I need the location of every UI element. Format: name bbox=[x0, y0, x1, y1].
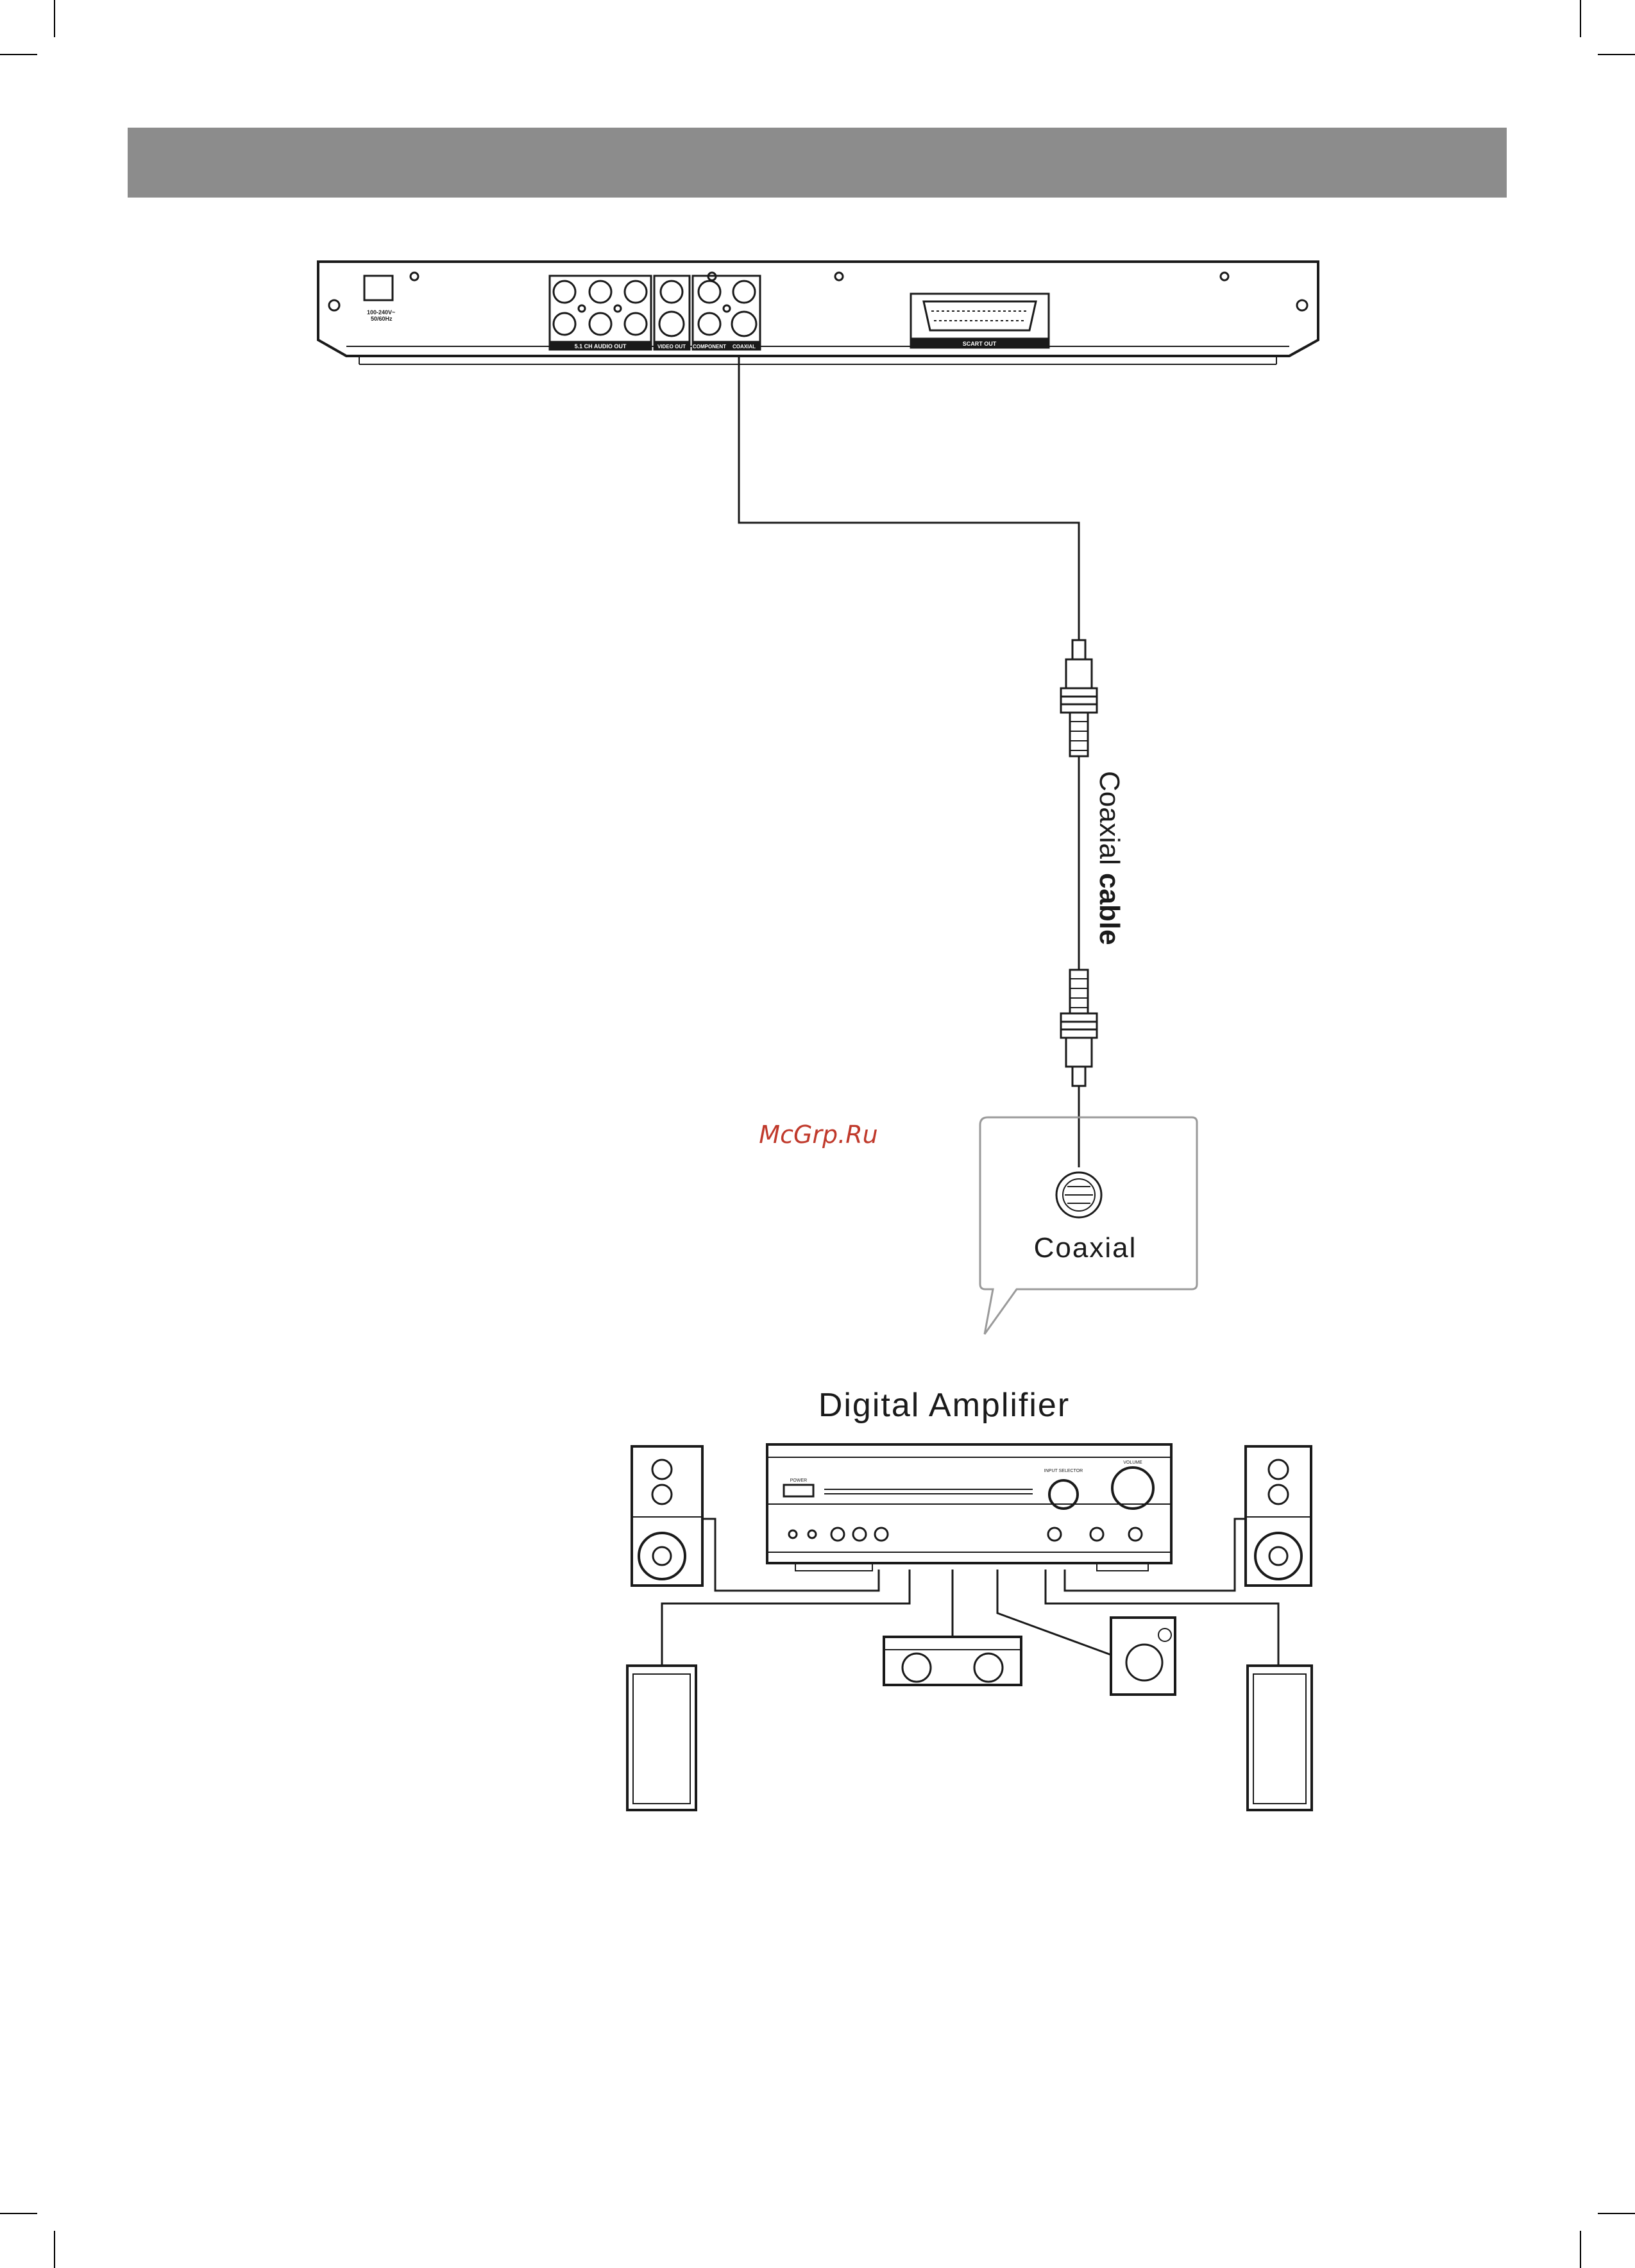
audio-out-label: 5.1 CH AUDIO OUT bbox=[575, 343, 627, 350]
coaxial-callout bbox=[980, 1117, 1197, 1334]
coaxial-cable bbox=[739, 357, 1097, 1167]
subwoofer bbox=[1111, 1618, 1175, 1695]
amp-volume-label: VOLUME bbox=[1123, 1460, 1142, 1465]
scart-out-label: SCART OUT bbox=[963, 341, 997, 347]
speaker-wires bbox=[662, 1519, 1278, 1666]
front-right-speaker bbox=[1246, 1446, 1311, 1586]
coaxial-jack bbox=[732, 312, 756, 336]
amplifier-title: Digital Amplifier bbox=[818, 1387, 1070, 1424]
cable-label: Coaxial cable bbox=[1094, 771, 1125, 945]
component-label: COMPONENT bbox=[693, 344, 726, 350]
power-button bbox=[784, 1485, 813, 1496]
video-out-label: VIDEO OUT bbox=[657, 344, 686, 350]
watermark: McGrp.Ru bbox=[759, 1121, 877, 1149]
center-speaker bbox=[884, 1637, 1021, 1685]
front-left-speaker bbox=[632, 1446, 702, 1586]
callout-coaxial-label: Coaxial bbox=[1034, 1232, 1137, 1264]
digital-amplifier bbox=[767, 1444, 1171, 1571]
amp-power-label: POWER bbox=[790, 1478, 807, 1483]
rear-left-speaker bbox=[627, 1666, 696, 1810]
svideo-jack bbox=[659, 312, 684, 336]
amp-input-selector-label: INPUT SELECTOR bbox=[1044, 1469, 1083, 1473]
dvd-player-rear-panel bbox=[318, 262, 1318, 364]
cable-label-bold: cable bbox=[1094, 873, 1125, 945]
coaxial-jack-label: COAXIAL bbox=[733, 344, 756, 350]
volume-knob bbox=[1112, 1468, 1153, 1509]
power-inlet bbox=[364, 276, 393, 300]
power-rating-label-1: 100-240V~ bbox=[367, 309, 395, 316]
rear-right-speaker bbox=[1248, 1666, 1312, 1810]
power-rating-label-2: 50/60Hz bbox=[371, 316, 393, 322]
cable-label-regular: Coaxial bbox=[1094, 771, 1125, 873]
